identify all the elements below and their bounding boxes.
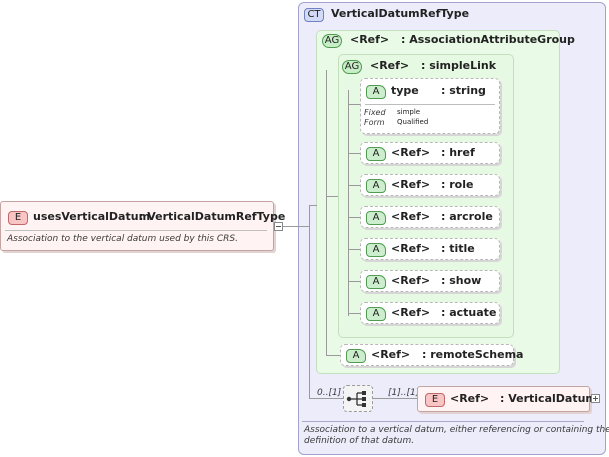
- show-attribute-ref: <Ref>: [391, 274, 431, 287]
- sequence-to-element-connector: [373, 398, 417, 399]
- connector-href: [348, 153, 362, 154]
- type-attribute-box[interactable]: A type : string Fixed simple Form Qualif…: [360, 78, 500, 134]
- group-connector-vertical: [348, 90, 349, 316]
- show-attribute-badge: A: [366, 275, 386, 289]
- complex-type-badge: CT: [304, 8, 324, 22]
- complex-type-doc-line-2: definition of that datum.: [304, 436, 415, 446]
- actuate-attribute-badge: A: [366, 307, 386, 321]
- actuate-attribute[interactable]: A <Ref> : actuate: [360, 302, 500, 324]
- vertical-datum-cardinality: [1]..[1]: [388, 388, 420, 398]
- element-to-type-connector: [283, 226, 309, 227]
- uses-vertical-datum-element[interactable]: E usesVerticalDatum : VerticalDatumRefTy…: [0, 201, 285, 251]
- type-attribute-type: : string: [441, 84, 486, 97]
- show-attribute-name: : show: [441, 274, 482, 287]
- attribute-group-badge: AG: [322, 34, 342, 48]
- element-documentation: Association to the vertical datum used b…: [7, 234, 238, 244]
- connector-simple-link: [326, 196, 338, 197]
- role-attribute-name: : role: [441, 178, 474, 191]
- fixed-value: simple: [397, 108, 421, 116]
- element-badge: E: [8, 211, 28, 225]
- show-attribute[interactable]: A <Ref> : show: [360, 270, 500, 292]
- element-type: : VerticalDatumRefType: [139, 210, 286, 223]
- title-attribute-ref: <Ref>: [391, 242, 431, 255]
- sequence-cardinality: 0..[1]: [317, 388, 342, 398]
- connector-remote-schema: [326, 355, 340, 356]
- role-attribute-badge: A: [366, 179, 386, 193]
- title-attribute[interactable]: A <Ref> : title: [360, 238, 500, 260]
- form-label: Form: [364, 118, 385, 127]
- connector-sequence: [309, 398, 343, 399]
- connector-show: [348, 281, 362, 282]
- role-attribute[interactable]: A <Ref> : role: [360, 174, 500, 196]
- simple-link-badge: AG: [342, 60, 362, 74]
- arcrole-attribute-name: : arcrole: [441, 210, 493, 223]
- type-trunk-vertical: [309, 205, 310, 399]
- connector-attribute-group: [309, 205, 317, 206]
- element-name: usesVerticalDatum: [33, 210, 151, 223]
- type-attribute-divider: [365, 104, 495, 105]
- connector-role: [348, 185, 362, 186]
- complex-type-doc-line-1: Association to a vertical datum, either …: [304, 425, 609, 435]
- remote-schema-attribute[interactable]: A <Ref> : remoteSchema: [340, 344, 523, 366]
- actuate-attribute-name: : actuate: [441, 306, 497, 319]
- attribute-group-connector-vertical: [326, 70, 327, 356]
- remote-schema-badge: A: [346, 349, 366, 363]
- connector-actuate: [348, 313, 362, 314]
- vertical-datum-badge: E: [425, 393, 445, 407]
- title-attribute-badge: A: [366, 243, 386, 257]
- href-attribute-badge: A: [366, 147, 386, 161]
- fixed-label: Fixed: [364, 108, 386, 117]
- role-attribute-ref: <Ref>: [391, 178, 431, 191]
- arcrole-attribute-badge: A: [366, 211, 386, 225]
- simple-link-ref: <Ref>: [370, 59, 410, 72]
- sequence-icon: [346, 391, 366, 407]
- complex-type-divider: [302, 421, 584, 422]
- type-attribute-badge: A: [366, 85, 386, 99]
- actuate-attribute-ref: <Ref>: [391, 306, 431, 319]
- sequence-compositor[interactable]: [343, 385, 373, 412]
- complex-type-name: VerticalDatumRefType: [331, 7, 470, 20]
- remote-schema-ref: <Ref>: [371, 348, 411, 361]
- title-attribute-name: : title: [441, 242, 475, 255]
- arcrole-attribute-ref: <Ref>: [391, 210, 431, 223]
- href-attribute[interactable]: A <Ref> : href: [360, 142, 500, 164]
- arcrole-attribute[interactable]: A <Ref> : arcrole: [360, 206, 500, 228]
- form-value: Qualified: [397, 118, 429, 126]
- vertical-datum-expand-toggle[interactable]: [591, 394, 600, 403]
- connector-title: [348, 249, 362, 250]
- simple-link-name: : simpleLink: [421, 59, 497, 72]
- href-attribute-name: : href: [441, 146, 475, 159]
- element-divider: [5, 230, 267, 231]
- element-collapse-toggle[interactable]: [274, 222, 283, 231]
- attribute-group-name: : AssociationAttributeGroup: [401, 33, 575, 46]
- vertical-datum-element[interactable]: E <Ref> : VerticalDatum: [417, 386, 597, 412]
- remote-schema-name: : remoteSchema: [422, 348, 524, 361]
- vertical-datum-ref: <Ref>: [450, 392, 490, 405]
- connector-arcrole: [348, 217, 362, 218]
- vertical-datum-name: : VerticalDatum: [500, 392, 597, 405]
- attribute-group-ref: <Ref>: [350, 33, 390, 46]
- type-attribute-name: type: [391, 84, 419, 97]
- connector-type: [348, 104, 362, 105]
- href-attribute-ref: <Ref>: [391, 146, 431, 159]
